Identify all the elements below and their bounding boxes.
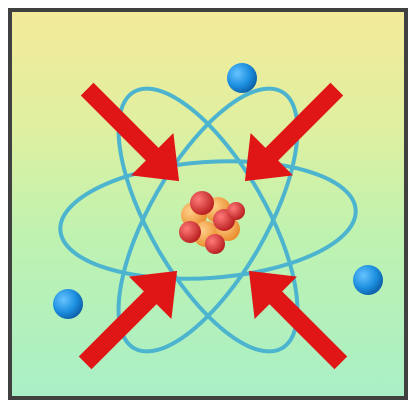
arrow-top-left — [66, 68, 200, 202]
orbit-horizontal — [56, 152, 359, 288]
arrow-bottom-right — [228, 250, 362, 384]
nucleus — [179, 191, 245, 254]
electron-top — [227, 63, 257, 93]
electron-left — [53, 289, 83, 319]
atom-illustration — [12, 12, 404, 396]
atom-illustration-panel — [8, 8, 408, 400]
electron-right — [353, 265, 383, 295]
arrow-bottom-left — [64, 250, 198, 384]
